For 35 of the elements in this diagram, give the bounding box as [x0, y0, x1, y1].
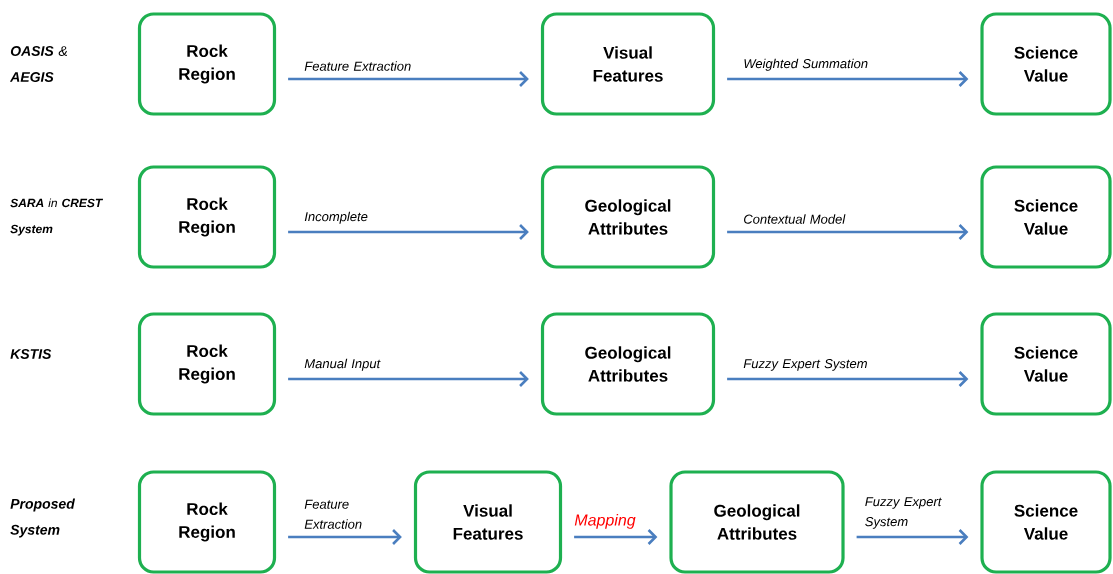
row-label: Proposed System	[10, 498, 75, 538]
process-box: Rock Region	[137, 470, 277, 574]
edge-label: Weighted Summation	[744, 58, 868, 71]
process-box: Visual Features	[413, 470, 563, 574]
edge-label: Feature Extraction	[304, 499, 362, 529]
arrow	[288, 224, 529, 240]
edge-label: Contextual Model	[744, 214, 846, 224]
edge-label: Fuzzy Expert System	[743, 359, 867, 371]
arrow	[856, 529, 969, 545]
arrow	[727, 224, 969, 240]
edge-label: Mapping	[574, 513, 636, 529]
process-box: Rock Region	[137, 312, 277, 416]
arrow	[288, 371, 529, 387]
row-label: SARA in CREST System	[10, 198, 104, 236]
process-box: Rock Region	[137, 165, 277, 269]
row-label: OASIS & AEGIS	[9, 46, 68, 82]
arrow	[288, 529, 402, 545]
process-box: Geological Attributes	[669, 470, 845, 574]
arrow	[574, 529, 658, 545]
process-box: Geological Attributes	[540, 165, 716, 269]
edge-label: Incomplete	[304, 211, 368, 224]
process-box: Science Value	[980, 470, 1112, 574]
edge-label: Fuzzy Expert System	[865, 497, 942, 529]
process-box: Science Value	[980, 312, 1112, 416]
process-box: Rock Region	[137, 12, 277, 116]
process-box: Geological Attributes	[540, 312, 716, 416]
process-box: Visual Features	[540, 12, 716, 116]
process-box: Science Value	[980, 12, 1112, 116]
arrow	[288, 71, 529, 87]
arrow	[727, 371, 969, 387]
row-label: KSTIS	[10, 349, 52, 359]
edge-label: Manual Input	[304, 358, 381, 371]
arrow	[727, 71, 969, 87]
edge-label: Feature Extraction	[304, 61, 411, 71]
process-box: Science Value	[980, 165, 1112, 269]
